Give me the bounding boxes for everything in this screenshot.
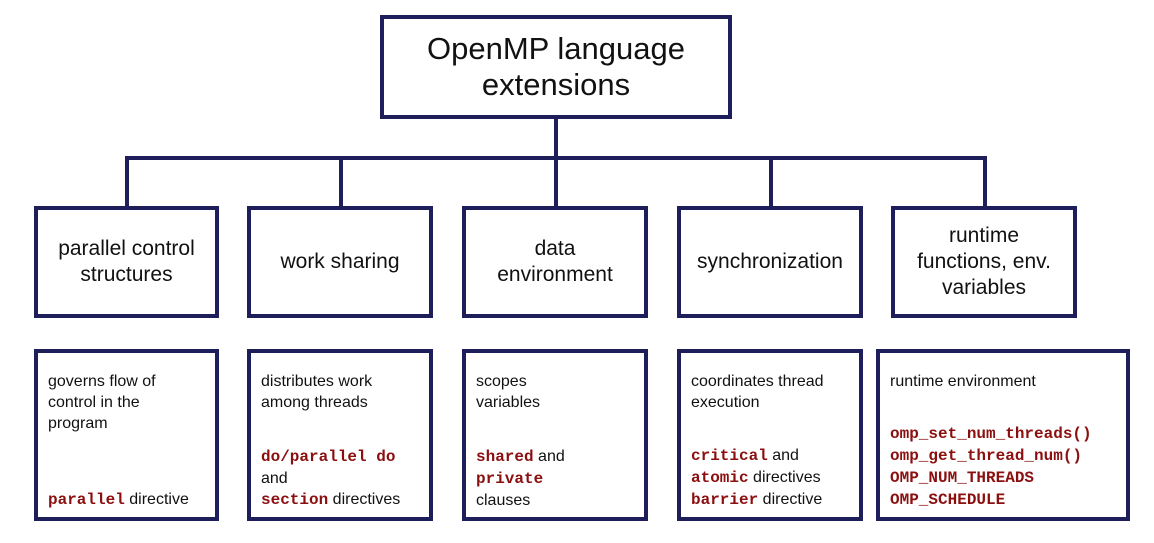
code-line: atomic directives [691, 467, 853, 489]
keyword-token: atomic [691, 469, 749, 487]
category-label-line: variables [941, 276, 1027, 299]
code-line: private [476, 468, 638, 490]
code-line: omp_set_num_threads() [890, 423, 1120, 445]
detail-code: omp_set_num_threads() omp_get_thread_num(… [890, 423, 1120, 511]
keyword-token: do/parallel do [261, 448, 396, 466]
code-line: shared and [476, 446, 638, 468]
detail-description: runtime environment [890, 371, 1116, 392]
detail-description: governs flow of control in the program [48, 371, 205, 434]
keyword-token: private [476, 470, 544, 488]
keyword-token: parallel [48, 491, 125, 509]
category-label-line: functions, env. [917, 250, 1051, 273]
detail-description: coordinates thread execution [691, 371, 849, 413]
category-box: runtime functions, env. variables [891, 206, 1077, 318]
root-box: OpenMP language extensions [380, 15, 732, 119]
keyword-token: OMP_NUM_THREADS [890, 469, 1035, 487]
code-line: critical and [691, 445, 853, 467]
keyword-token: OMP_SCHEDULE [890, 491, 1006, 509]
category-label-line: structures [80, 263, 173, 286]
keyword-token: section [261, 491, 329, 509]
category-box: parallel control structures [34, 206, 219, 318]
description-line: program [48, 415, 108, 432]
category-label-line: runtime [948, 224, 1019, 247]
detail-code: shared and private clauses [476, 446, 638, 511]
description-line: coordinates thread [691, 373, 824, 390]
code-line: barrier directive [691, 489, 853, 511]
category-box: synchronization [677, 206, 863, 318]
root-title-line1: OpenMP language [427, 31, 685, 66]
keyword-token: omp_set_num_threads() [890, 425, 1092, 443]
root-title-line2: extensions [481, 67, 631, 102]
plain-token: directives [748, 469, 821, 486]
code-line: omp_get_thread_num() [890, 445, 1120, 467]
description-line: governs flow of [48, 373, 156, 390]
detail-description: distributes work among threads [261, 371, 419, 413]
plain-token: and [533, 448, 565, 465]
keyword-token: omp_get_thread_num() [890, 447, 1083, 465]
code-line: OMP_SCHEDULE [890, 489, 1120, 511]
description-line: execution [691, 394, 760, 411]
description-line: control in the [48, 394, 140, 411]
category-label-line: data [534, 237, 576, 260]
plain-token: and [261, 470, 288, 487]
description-line: among threads [261, 394, 368, 411]
code-line: OMP_NUM_THREADS [890, 467, 1120, 489]
category-label-line: environment [497, 263, 613, 286]
description-line: runtime environment [890, 373, 1036, 390]
code-line: parallel directive [48, 489, 209, 511]
category-label-line: parallel control [58, 237, 195, 260]
plain-token: directive [758, 491, 823, 508]
plain-token: directives [328, 491, 401, 508]
category-box: work sharing [247, 206, 433, 318]
detail-code: do/parallel do and section directives [261, 446, 423, 511]
description-line: variables [476, 394, 541, 411]
category-label-line: synchronization [697, 250, 843, 273]
code-line: do/parallel do [261, 446, 423, 468]
code-line: clauses [476, 490, 638, 511]
keyword-token: shared [476, 448, 534, 466]
category-box: data environment [462, 206, 648, 318]
category-label-line: work sharing [280, 250, 400, 273]
plain-token: directive [124, 491, 189, 508]
detail-box: distributes work among threads do/parallel… [247, 349, 433, 521]
description-line: distributes work [261, 373, 373, 390]
plain-token: clauses [476, 492, 531, 509]
detail-code: parallel directive [48, 489, 209, 511]
code-line: and [261, 468, 423, 489]
detail-box: scopes variables shared and private clauses [462, 349, 648, 521]
keyword-token: barrier [691, 491, 759, 509]
plain-token: and [767, 447, 799, 464]
code-line: section directives [261, 489, 423, 511]
description-line: scopes [476, 373, 527, 390]
keyword-token: critical [691, 447, 768, 465]
detail-box: governs flow of control in the program para… [34, 349, 219, 521]
detail-box: runtime environment omp_set_num_threads()… [876, 349, 1130, 521]
detail-description: scopes variables [476, 371, 634, 413]
